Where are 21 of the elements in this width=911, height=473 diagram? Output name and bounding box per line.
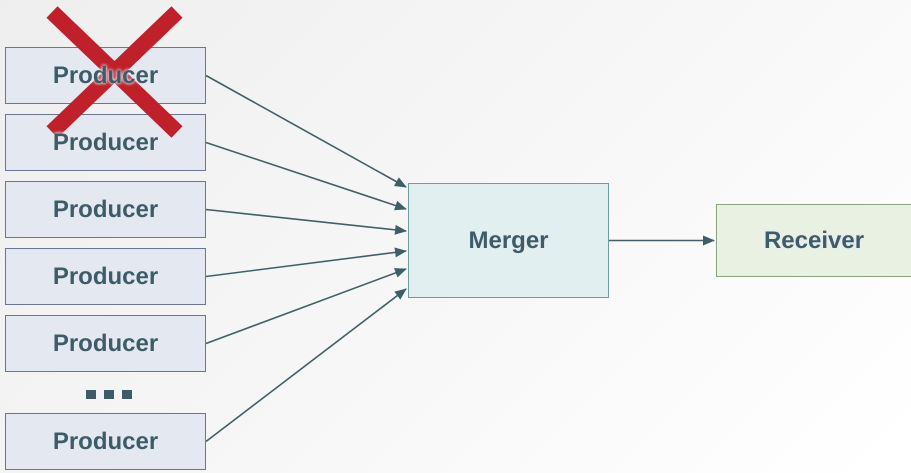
box-label: Producer <box>52 128 158 156</box>
process-box <box>5 315 206 372</box>
arrow <box>206 268 407 344</box>
box-label: Producer <box>52 262 158 290</box>
process-box <box>5 413 206 470</box>
process-box <box>716 204 911 277</box>
arrow <box>206 288 407 442</box>
arrow <box>206 74 407 188</box>
process-box <box>5 181 206 238</box>
box-label: Producer <box>52 196 158 224</box>
arrow <box>206 208 407 235</box>
process-box <box>5 114 206 171</box>
box-label: Merger <box>468 226 549 254</box>
process-box <box>5 248 206 305</box>
arrow <box>206 142 407 210</box>
arrow <box>206 247 407 278</box>
arrow <box>609 236 715 246</box>
box-label: Producer <box>52 428 158 456</box>
box-label: Producer <box>52 330 158 358</box>
process-box <box>408 183 609 298</box>
box-label: Receiver <box>764 226 864 254</box>
